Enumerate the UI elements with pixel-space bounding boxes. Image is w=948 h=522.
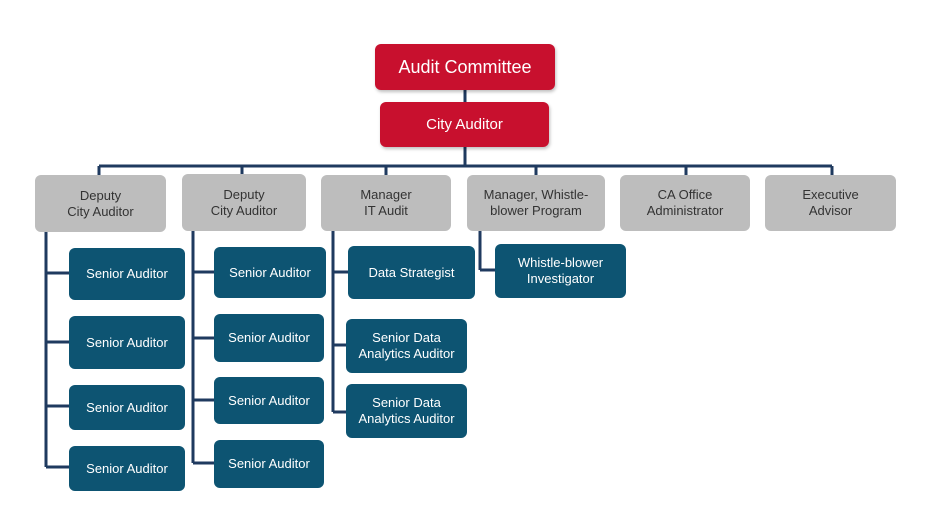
report-label: Senior Auditor — [228, 330, 310, 345]
manager-it-audit-box: Manager IT Audit — [321, 175, 451, 231]
deputy-1-report-box: Senior Auditor — [69, 385, 185, 430]
report-label: Senior Auditor — [228, 392, 310, 408]
report-label: Senior Auditor — [86, 399, 168, 415]
audit-committee-label: Audit Committee — [398, 57, 532, 77]
report-label: Senior Auditor — [86, 266, 168, 281]
it-report-box: Senior Data Analytics Auditor — [346, 384, 467, 438]
audit-committee-box: Audit Committee — [375, 44, 555, 90]
it-report-box: Senior Data Analytics Auditor — [346, 319, 467, 373]
deputy-2-report-box: Senior Auditor — [214, 314, 324, 362]
city-auditor-label: City Auditor — [426, 115, 503, 133]
report-label: Data Strategist — [368, 264, 455, 280]
manager-whistleblower-box: Manager, Whistle- blower Program — [467, 175, 605, 231]
deputy-2-report-box: Senior Auditor — [214, 377, 324, 424]
deputy-2-report-box: Senior Auditor — [214, 440, 324, 488]
deputy-2-report-box: Senior Auditor — [214, 247, 326, 298]
city-auditor-box: City Auditor — [380, 102, 549, 147]
report-label: Senior Auditor — [86, 334, 168, 350]
ca-office-administrator-label: CA Office Administrator — [646, 187, 724, 218]
it-report-box: Data Strategist — [348, 246, 475, 299]
deputy-city-auditor-1-box: Deputy City Auditor — [35, 175, 166, 232]
report-label: Senior Auditor — [229, 264, 311, 280]
whistleblower-report-box: Whistle-blower Investigator — [495, 244, 626, 298]
executive-advisor-label: Executive Advisor — [802, 187, 859, 218]
manager-whistleblower-label: Manager, Whistle- blower Program — [483, 187, 589, 218]
deputy-city-auditor-2-label: Deputy City Auditor — [210, 186, 278, 218]
report-label: Senior Data Analytics Auditor — [358, 395, 455, 426]
report-label: Senior Auditor — [228, 456, 310, 471]
deputy-city-auditor-1-label: Deputy City Auditor — [67, 187, 134, 219]
deputy-1-report-box: Senior Auditor — [69, 316, 185, 369]
deputy-1-report-box: Senior Auditor — [69, 248, 185, 300]
report-label: Senior Auditor — [86, 460, 168, 476]
ca-office-administrator-box: CA Office Administrator — [620, 175, 750, 231]
executive-advisor-box: Executive Advisor — [765, 175, 896, 231]
report-label: Whistle-blower Investigator — [517, 255, 604, 286]
report-label: Senior Data Analytics Auditor — [358, 330, 455, 361]
manager-it-audit-label: Manager IT Audit — [360, 187, 412, 218]
deputy-1-report-box: Senior Auditor — [69, 446, 185, 491]
deputy-city-auditor-2-box: Deputy City Auditor — [182, 174, 306, 231]
